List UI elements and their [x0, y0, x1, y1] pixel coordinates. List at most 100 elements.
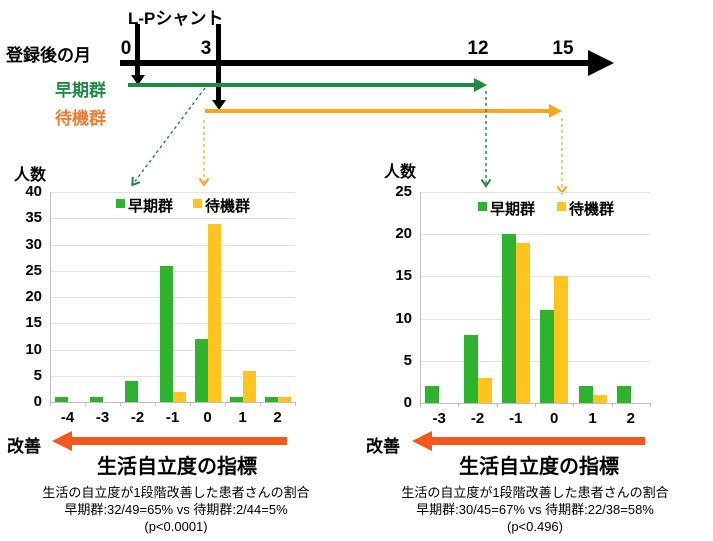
bar-待機群--1 — [172, 391, 186, 402]
bar-早期群-2 — [616, 386, 631, 403]
gridline — [50, 270, 295, 272]
chart1-y-axis-title: 人数 — [14, 167, 47, 184]
gridline — [50, 375, 295, 377]
bar-待機群-0 — [554, 276, 569, 403]
y-tick-label: 15 — [395, 267, 412, 285]
shunt-arrow-wait-head-icon — [212, 100, 226, 110]
x-tick-mark — [611, 403, 613, 407]
gridline — [50, 244, 295, 246]
x-tick-mark — [496, 403, 498, 407]
legend-swatch-待機群 — [557, 202, 566, 211]
timeline-early-group-label: 早期群 — [55, 81, 106, 100]
legend-label-待機群: 待機群 — [569, 201, 615, 218]
gridline — [420, 192, 650, 193]
y-tick-label: 15 — [25, 314, 42, 332]
y-tick-label: 0 — [403, 394, 412, 411]
chart2-y-axis-title: 人数 — [384, 164, 417, 181]
chart1-improve-label: 改善 — [7, 437, 41, 456]
y-tick-label: 0 — [33, 393, 42, 410]
chart2-caption: 生活の自立度が1段階改善した患者さんの割合 早期群:30/45=67% vs 待… — [357, 484, 713, 535]
gridline — [50, 349, 295, 351]
x-tick-label: 0 — [203, 409, 212, 426]
chart1-caption: 生活の自立度が1段階改善した患者さんの割合 早期群:32/49=65% vs 待… — [1, 484, 351, 535]
bar-早期群--3 — [89, 396, 103, 402]
y-tick-label: 5 — [403, 351, 412, 369]
bar-早期群--2 — [463, 335, 478, 403]
x-tick-label: -2 — [130, 409, 145, 426]
bar-待機群-2 — [277, 396, 291, 402]
timeline-tick-3: 3 — [200, 38, 212, 59]
legend-swatch-早期群 — [478, 202, 487, 211]
timeline-event-label: L-Pシャント — [128, 9, 224, 28]
x-tick-label: 0 — [549, 410, 559, 427]
x-tick-label: -4 — [60, 409, 75, 426]
gridline — [420, 360, 650, 362]
x-tick-label: -3 — [95, 409, 110, 426]
x-tick-label: 2 — [273, 409, 282, 426]
gridline — [50, 192, 295, 193]
chart2-caption-line1: 生活の自立度が1段階改善した患者さんの割合 — [401, 485, 669, 500]
y-tick-label: 30 — [25, 235, 42, 253]
timeline-tick-15: 15 — [552, 38, 574, 59]
bar-早期群-1 — [578, 386, 593, 403]
bar-早期群-0 — [540, 310, 555, 403]
legend-label-待機群: 待機群 — [205, 198, 251, 215]
early-group-span-arrowhead-icon — [474, 78, 487, 92]
chart2-improve-arrow-line — [430, 437, 645, 445]
chart2-caption-line2: 早期群:30/45=67% vs 待期群:22/38=58% — [416, 502, 654, 517]
bar-待機群-0 — [207, 223, 221, 402]
legend-swatch-早期群 — [116, 199, 125, 208]
legend-swatch-待機群 — [193, 199, 202, 208]
bar-待機群--1 — [515, 242, 530, 403]
x-tick-mark — [155, 402, 156, 406]
chart1-x-axis-title: 生活自立度の指標 — [97, 456, 257, 478]
chart2-x-axis-title: 生活自立度の指標 — [459, 456, 619, 478]
early-group-span-line — [128, 83, 474, 87]
y-axis-line — [420, 192, 421, 407]
waiting-group-span-line — [205, 109, 549, 113]
chart2-caption-line3: (p<0.496) — [506, 519, 563, 534]
timeline-axis-arrowhead-icon — [588, 50, 614, 76]
bar-待機群-1 — [592, 394, 607, 403]
x-tick-label: 1 — [238, 409, 247, 426]
shunt-arrow-wait-line — [216, 24, 221, 101]
gridline — [50, 297, 295, 298]
bar-早期群--1 — [501, 234, 516, 403]
timeline-axis-label: 登録後の月 — [6, 46, 91, 65]
x-tick-label: -2 — [470, 410, 485, 427]
y-tick-label: 20 — [395, 225, 412, 243]
x-tick-mark — [50, 402, 51, 406]
timeline-axis-line — [120, 60, 588, 66]
bar-早期群-0 — [194, 339, 208, 402]
y-tick-label: 25 — [395, 183, 412, 200]
timeline-tick-12: 12 — [467, 38, 489, 59]
x-tick-label: 1 — [588, 410, 597, 427]
x-tick-mark — [190, 402, 191, 406]
x-tick-label: -3 — [432, 410, 446, 427]
y-axis-line — [50, 192, 51, 406]
x-tick-mark — [650, 403, 651, 407]
y-tick-label: 5 — [33, 366, 42, 384]
gridline — [50, 323, 295, 325]
shunt-arrow-early-head-icon — [131, 75, 145, 85]
connector-early-left-icon — [131, 87, 206, 187]
bar-早期群--1 — [159, 265, 173, 402]
y-tick-label: 40 — [25, 183, 42, 200]
y-tick-label: 20 — [25, 288, 42, 305]
chart1-improve-arrowhead-icon — [52, 431, 72, 451]
y-tick-label: 25 — [25, 261, 42, 279]
y-tick-label: 10 — [395, 309, 412, 327]
chart2-improve-label: 改善 — [366, 437, 400, 456]
x-tick-label: -1 — [509, 410, 523, 427]
x-tick-mark — [260, 402, 261, 406]
x-tick-mark — [225, 402, 226, 406]
x-tick-mark — [420, 403, 421, 407]
chart1-caption-line1: 生活の自立度が1段階改善した患者さんの割合 — [42, 485, 310, 500]
chart2-improve-arrowhead-icon — [412, 431, 432, 451]
x-tick-mark — [85, 402, 86, 406]
gridline — [420, 234, 650, 236]
x-tick-mark — [573, 403, 575, 407]
